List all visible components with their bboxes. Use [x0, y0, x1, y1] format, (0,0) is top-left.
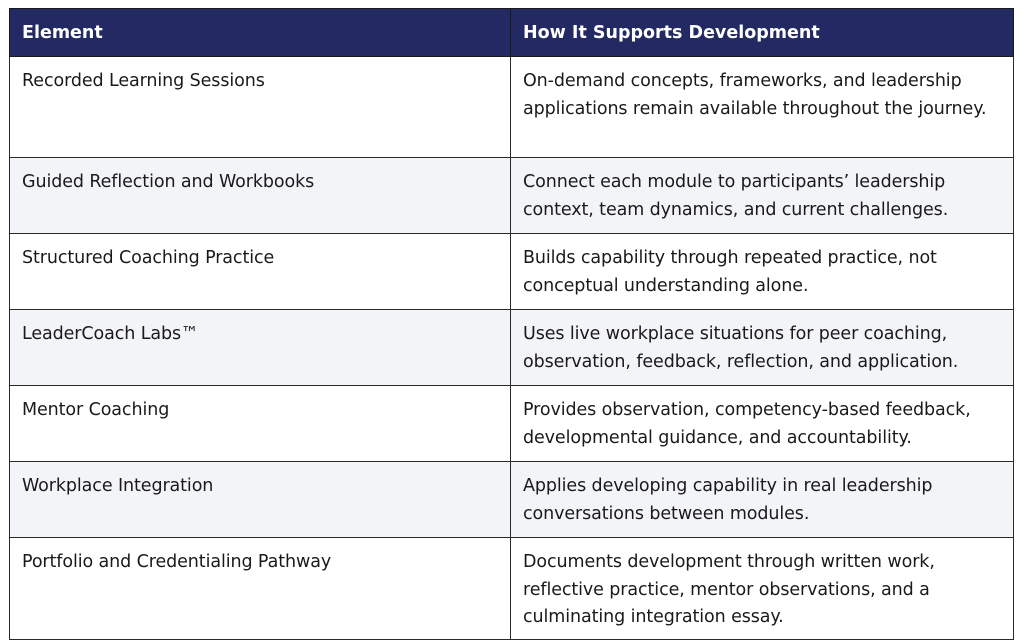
table-row: Structured Coaching Practice Builds capa… — [9, 233, 1014, 310]
element-cell: Workplace Integration — [9, 461, 511, 538]
element-cell: Recorded Learning Sessions — [9, 56, 511, 158]
table-row: Guided Reflection and Workbooks Connect … — [9, 157, 1014, 234]
table-row: Mentor Coaching Provides observation, co… — [9, 385, 1014, 462]
header-how-it-supports: How It Supports Development — [510, 8, 1014, 57]
element-cell: Mentor Coaching — [9, 385, 511, 462]
support-cell: Uses live workplace situations for peer … — [510, 309, 1014, 386]
support-cell: Applies developing capability in real le… — [510, 461, 1014, 538]
support-cell: Documents development through written wo… — [510, 537, 1014, 640]
header-element: Element — [9, 8, 511, 57]
development-elements-table: Element How It Supports Development Reco… — [9, 8, 1014, 640]
table-row: LeaderCoach Labs™ Uses live workplace si… — [9, 309, 1014, 386]
support-cell: Connect each module to participants’ lea… — [510, 157, 1014, 234]
element-cell: LeaderCoach Labs™ — [9, 309, 511, 386]
element-cell: Guided Reflection and Workbooks — [9, 157, 511, 234]
element-cell: Portfolio and Credentialing Pathway — [9, 537, 511, 640]
element-cell: Structured Coaching Practice — [9, 233, 511, 310]
table-row: Recorded Learning Sessions On-demand con… — [9, 56, 1014, 158]
table-header-row: Element How It Supports Development — [9, 8, 1014, 57]
table-row: Portfolio and Credentialing Pathway Docu… — [9, 537, 1014, 640]
support-cell: Builds capability through repeated pract… — [510, 233, 1014, 310]
table-row: Workplace Integration Applies developing… — [9, 461, 1014, 538]
support-cell: On-demand concepts, frameworks, and lead… — [510, 56, 1014, 158]
support-cell: Provides observation, competency-based f… — [510, 385, 1014, 462]
development-elements-table-container: Element How It Supports Development Reco… — [9, 8, 1014, 640]
